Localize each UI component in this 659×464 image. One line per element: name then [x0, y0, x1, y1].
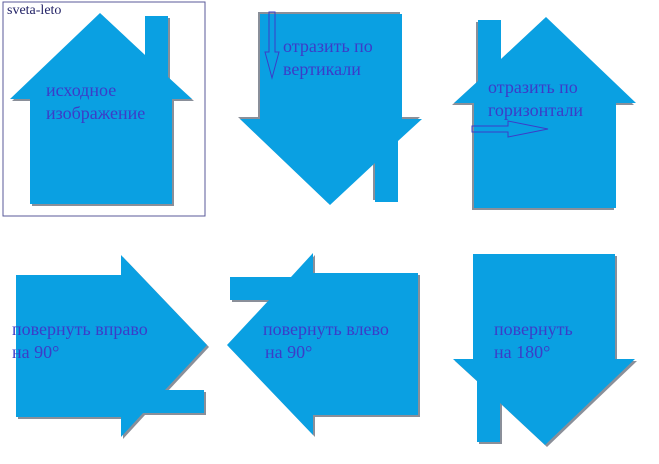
label-line: вертикали [283, 59, 361, 79]
label-flip-horizontal: отразить по горизонтали [488, 76, 583, 122]
label-original: исходное изображение [46, 79, 145, 125]
label-line: повернуть влево [263, 319, 389, 339]
label-flip-vertical: отразить по вертикали [283, 35, 373, 81]
label-line: исходное [46, 80, 117, 100]
label-line: отразить по [283, 36, 373, 56]
label-rotate-right: повернуть вправо на 90° [12, 318, 148, 364]
watermark: sveta-leto [7, 3, 62, 18]
label-line: изображение [46, 103, 146, 123]
label-rotate-180: повернуть на 180° [494, 318, 573, 364]
label-line: на 90° [12, 342, 60, 362]
label-line: повернуть вправо [12, 319, 148, 339]
arrow-down-icon [264, 11, 280, 80]
arrow-right-icon [471, 120, 549, 138]
original-frame [2, 1, 206, 217]
label-line: повернуть [494, 319, 573, 339]
label-line: на 90° [265, 342, 313, 362]
label-line: горизонтали [488, 100, 584, 120]
label-rotate-left: повернуть влево на 90° [263, 318, 389, 364]
label-line: на 180° [494, 342, 551, 362]
label-line: отразить по [488, 77, 578, 97]
